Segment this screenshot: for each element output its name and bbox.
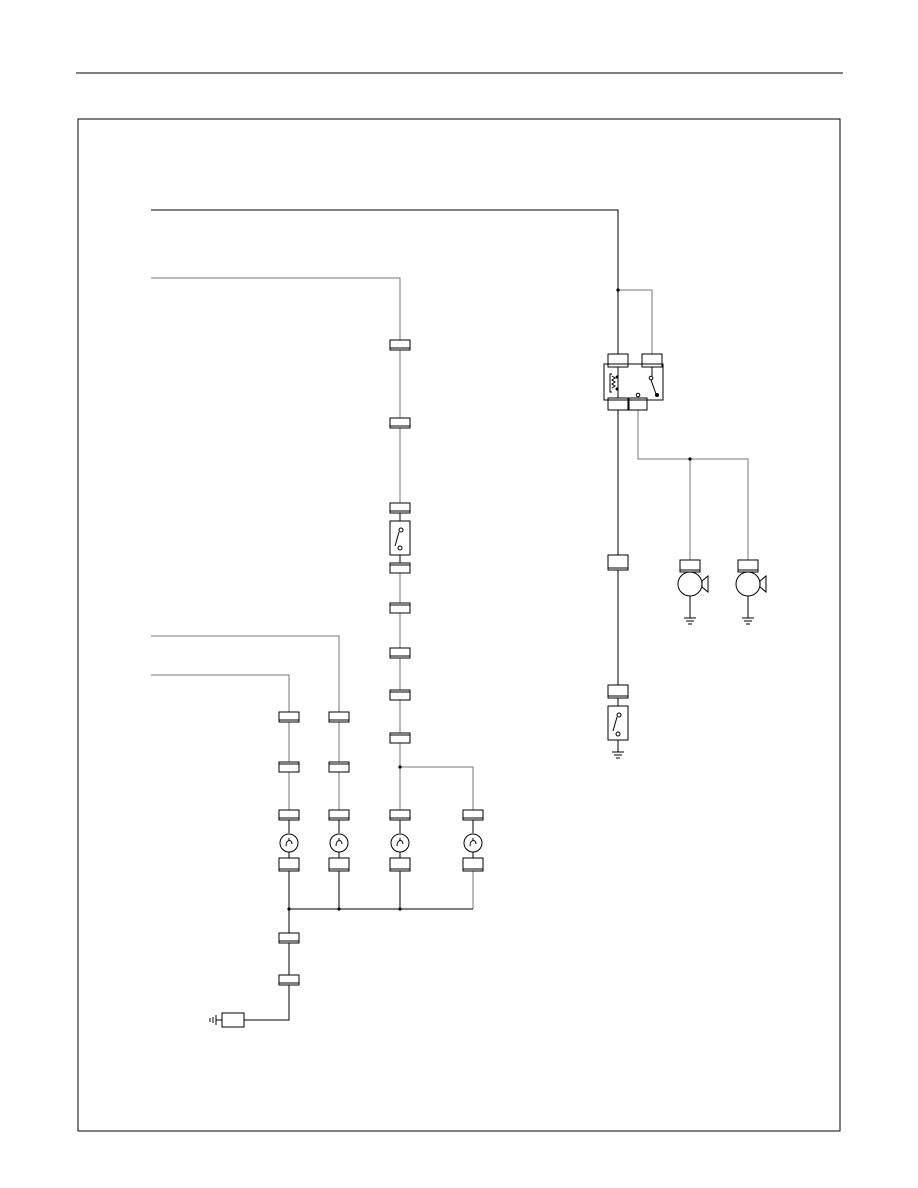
junction-dots: [287, 288, 692, 911]
connector: [278, 932, 300, 944]
lamp: [463, 820, 483, 858]
connector: [737, 559, 759, 573]
diagram-frame: [77, 118, 841, 1132]
connector: [389, 502, 411, 514]
chassis-ground-terminal: [209, 1012, 245, 1028]
relay-unit: [603, 353, 664, 411]
connector: [278, 974, 300, 986]
connector: [462, 857, 484, 872]
connector: [278, 857, 300, 872]
connector: [389, 339, 411, 351]
connector: [607, 684, 629, 699]
lamp: [390, 820, 410, 858]
lamp: [279, 820, 299, 858]
switch: [389, 513, 411, 563]
connector: [328, 857, 350, 872]
connector: [389, 647, 411, 659]
connector: [389, 562, 411, 574]
connector: [462, 809, 484, 821]
wire-lamp-feed-2: [151, 674, 290, 712]
wire-lamp-feed-1: [151, 635, 340, 712]
horn: [735, 571, 767, 625]
lamps: [279, 820, 483, 858]
connector: [278, 809, 300, 821]
wire-relay-feed: [151, 209, 619, 355]
connector: [607, 554, 629, 571]
connector: [278, 761, 300, 773]
ground-symbol: [612, 751, 624, 759]
connector: [328, 761, 350, 773]
connector: [328, 809, 350, 821]
wire-switch-feed: [151, 277, 401, 340]
connectors: [278, 339, 759, 986]
horns: [677, 571, 767, 625]
connector: [389, 602, 411, 614]
connector: [389, 857, 411, 872]
connector: [389, 732, 411, 744]
connector: [278, 711, 300, 723]
horn: [677, 571, 709, 625]
connector: [679, 559, 701, 573]
wires: [151, 209, 749, 1021]
connector: [389, 689, 411, 701]
connector: [389, 809, 411, 821]
connector: [389, 417, 411, 429]
wire-relay-branch: [618, 289, 653, 355]
lamp: [329, 820, 349, 858]
connector: [328, 711, 350, 723]
switch: [607, 698, 629, 752]
